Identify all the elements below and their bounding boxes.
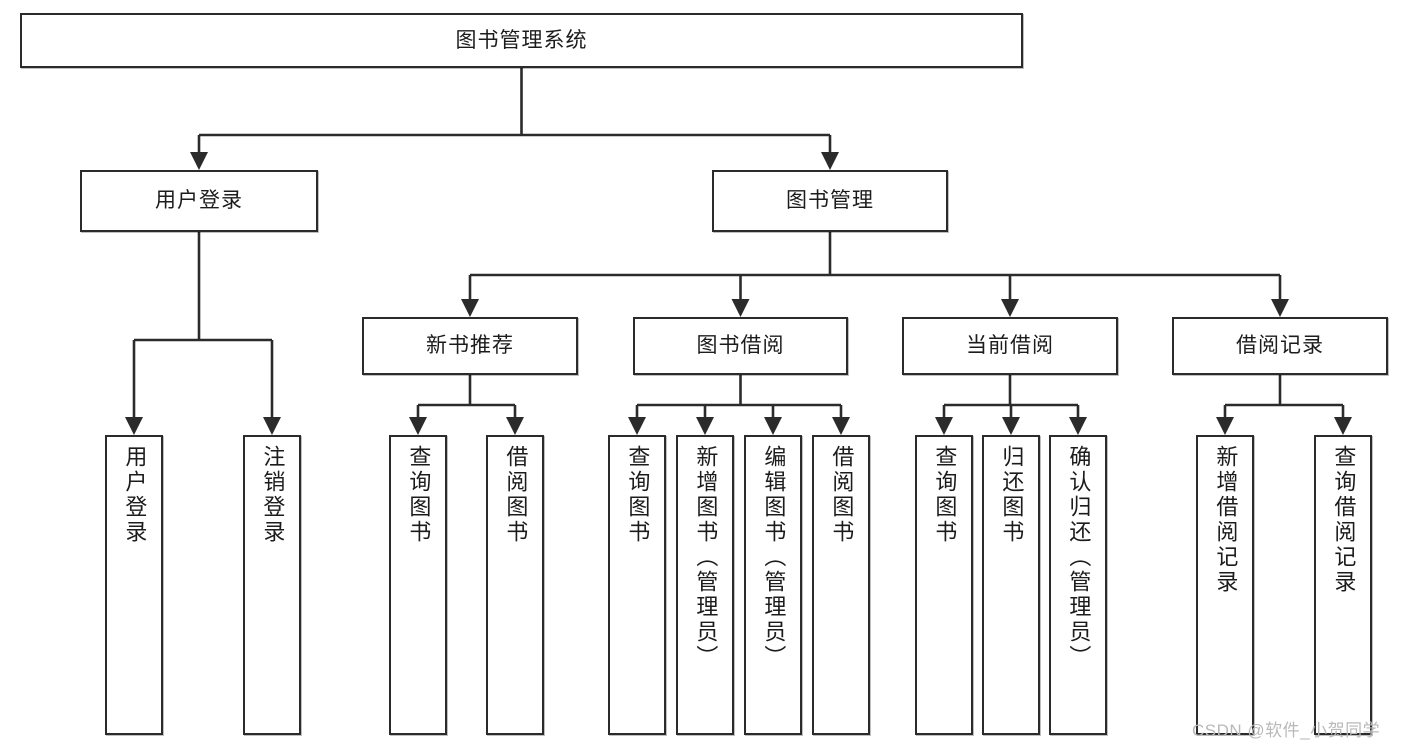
node-label: 新书推荐 xyxy=(426,334,514,358)
node-label: 确认归还（管理员） xyxy=(1066,445,1092,670)
node-label: 借阅图书 xyxy=(503,445,529,545)
node-l3-borrow-record[interactable]: 借阅记录 xyxy=(1172,317,1388,375)
node-label: 新增图书（管理员） xyxy=(693,445,719,670)
node-leaf-bb-add[interactable]: 新增图书（管理员） xyxy=(676,435,734,735)
node-leaf-cb-query[interactable]: 查询图书 xyxy=(915,435,973,735)
node-leaf-user-login[interactable]: 用户登录 xyxy=(105,435,163,735)
csdn-watermark: CSDN @软件_小贺同学 xyxy=(1192,721,1381,740)
node-label: 查询图书 xyxy=(932,445,958,545)
node-leaf-cb-confirm[interactable]: 确认归还（管理员） xyxy=(1049,435,1107,735)
node-l3-current-borrow[interactable]: 当前借阅 xyxy=(902,317,1118,375)
node-label: 图书管理系统 xyxy=(455,28,588,52)
node-label: 查询图书 xyxy=(406,445,432,545)
node-l2-user-login[interactable]: 用户登录 xyxy=(80,170,318,232)
node-label: 借阅记录 xyxy=(1236,334,1324,358)
node-root[interactable]: 图书管理系统 xyxy=(20,13,1023,68)
node-label: 新增借阅记录 xyxy=(1213,445,1239,595)
node-leaf-br-query[interactable]: 查询借阅记录 xyxy=(1314,435,1372,735)
node-label: 图书借阅 xyxy=(696,334,785,358)
node-leaf-rec-borrow[interactable]: 借阅图书 xyxy=(486,435,544,735)
node-leaf-bb-edit[interactable]: 编辑图书（管理员） xyxy=(744,435,802,735)
node-label: 编辑图书（管理员） xyxy=(761,445,787,670)
node-leaf-logout[interactable]: 注销登录 xyxy=(243,435,301,735)
node-label: 当前借阅 xyxy=(966,334,1054,358)
node-label: 图书管理 xyxy=(786,189,874,213)
node-label: 归还图书 xyxy=(999,445,1025,545)
node-leaf-cb-return[interactable]: 归还图书 xyxy=(982,435,1040,735)
node-label: 借阅图书 xyxy=(829,445,855,545)
node-leaf-bb-query[interactable]: 查询图书 xyxy=(608,435,666,735)
node-label: 查询借阅记录 xyxy=(1331,445,1357,595)
node-label: 查询图书 xyxy=(625,445,651,545)
node-label: 注销登录 xyxy=(260,445,286,545)
node-label: 用户登录 xyxy=(155,189,243,213)
node-leaf-bb-borrow[interactable]: 借阅图书 xyxy=(812,435,870,735)
node-leaf-rec-query[interactable]: 查询图书 xyxy=(389,435,447,735)
node-label: 用户登录 xyxy=(122,445,148,545)
node-l3-new-book-rec[interactable]: 新书推荐 xyxy=(362,317,578,375)
node-l3-book-borrow[interactable]: 图书借阅 xyxy=(633,317,848,375)
node-leaf-br-add[interactable]: 新增借阅记录 xyxy=(1196,435,1254,735)
node-l2-book-manage[interactable]: 图书管理 xyxy=(712,170,948,232)
